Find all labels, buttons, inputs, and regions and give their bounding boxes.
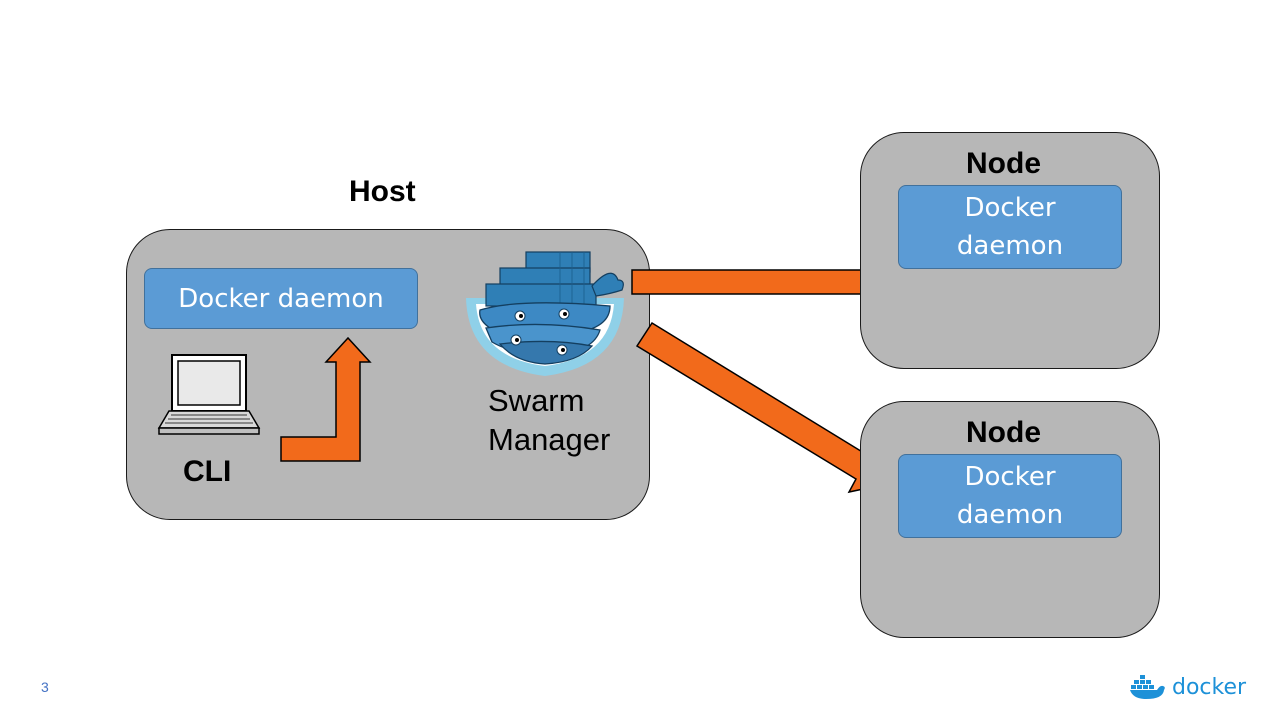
node-title-2: Node (966, 416, 1041, 449)
host-title: Host (349, 175, 416, 208)
docker-wordmark: docker (1172, 674, 1247, 700)
laptop-icon (157, 354, 261, 435)
node-title-1: Node (966, 147, 1041, 180)
cli-to-daemon-arrow (280, 336, 372, 462)
node-daemon-line1: Docker (964, 193, 1056, 223)
slide-number: 3 (41, 679, 49, 695)
node-docker-daemon-2: Docker daemon (898, 454, 1122, 538)
node-daemon-line2: daemon (956, 231, 1064, 261)
docker-logo: docker (1130, 673, 1246, 701)
swarm-whales-icon (466, 251, 624, 376)
node-daemon-line1: Docker (964, 462, 1056, 492)
cli-label: CLI (183, 455, 232, 488)
node-daemon-line2: daemon (956, 500, 1064, 530)
docker-logo-icon (1130, 675, 1165, 699)
arrow-to-node-2 (635, 321, 888, 494)
host-docker-daemon: Docker daemon (144, 268, 418, 329)
swarm-label-line1: Swarm (488, 383, 585, 418)
node-docker-daemon-1: Docker daemon (898, 185, 1122, 269)
swarm-label-line2: Manager (488, 422, 611, 457)
